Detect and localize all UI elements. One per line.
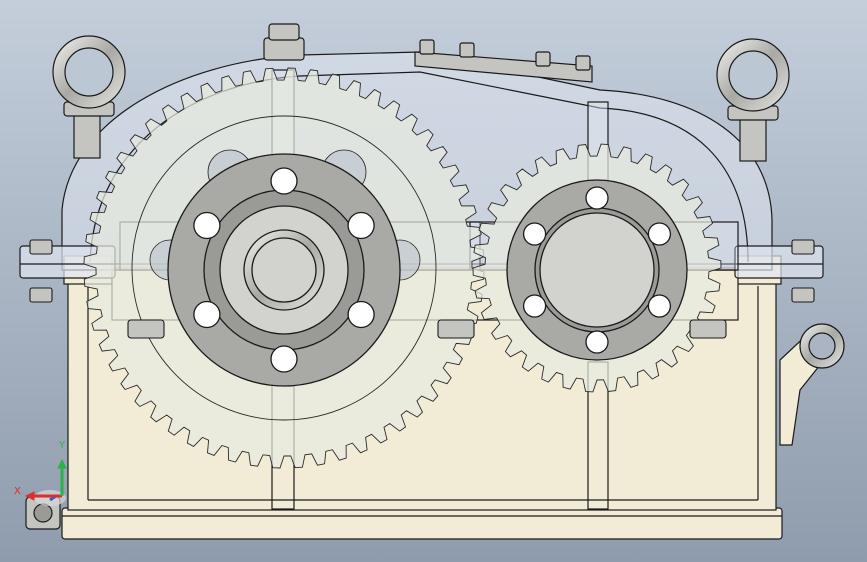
oil-dipstick-boss[interactable] (779, 323, 845, 446)
triad-x-label: X (14, 486, 21, 497)
bolt-hole (193, 211, 221, 240)
flange-bolts[interactable] (29, 239, 815, 339)
flange-bolt-right-top (791, 239, 815, 255)
inspection-cover-plate (414, 51, 593, 83)
inspection-bolt-3 (535, 51, 551, 67)
bolt-hole (647, 294, 672, 318)
axis-triad[interactable] (24, 458, 67, 506)
bolt-hole (522, 294, 547, 318)
bolt-hole (347, 300, 375, 329)
triad-y-label: Y (59, 440, 66, 451)
bolt-hole (270, 345, 298, 373)
housing-nut-1 (127, 319, 165, 339)
housing-nut-3 (689, 319, 727, 339)
triad-y-arrowhead (57, 458, 67, 469)
bolt-hole (585, 186, 609, 210)
bolt-hole (193, 300, 221, 329)
cover-inner-shell (89, 71, 749, 263)
bolt-hole (347, 211, 375, 240)
bolt-hole (270, 167, 298, 195)
input-cap-bolt-circle (193, 167, 375, 373)
flange-bolt-left-bottom (29, 287, 53, 303)
housing-nut-2 (437, 319, 475, 339)
inspection-bolt-1 (419, 39, 435, 55)
lifting-eye-left-hole (64, 47, 114, 97)
lifting-eye-left[interactable] (52, 35, 126, 159)
bolt-hole (522, 222, 547, 246)
input-bearing-cap[interactable] (167, 153, 401, 387)
large-gear-hub-ring (131, 115, 437, 421)
bolt-hole (647, 222, 672, 246)
output-cap-bolt-circle (522, 186, 672, 354)
flange-bolt-left-top (29, 239, 53, 255)
bolt-hole (585, 330, 609, 354)
lifting-eye-right-hole (728, 50, 778, 100)
dipstick-eye-hole (808, 332, 836, 360)
triad-x-arrowhead (24, 491, 35, 501)
inspection-bolt-2 (459, 42, 475, 58)
flange-bolt-right-bottom (791, 287, 815, 303)
drain-plug-face (33, 503, 53, 523)
breather-plug-base (263, 37, 305, 61)
inspection-cover[interactable] (414, 39, 593, 83)
breather-plug[interactable] (263, 23, 305, 61)
output-cap-spigot (539, 212, 655, 328)
breather-plug-cap (268, 23, 300, 41)
housing-base-flange (61, 507, 783, 540)
input-shaft-end (251, 237, 317, 303)
lifting-eye-right[interactable] (716, 38, 790, 162)
inspection-bolt-4 (575, 55, 591, 71)
triad-origin-shadow (34, 490, 66, 506)
output-bearing-cap[interactable] (506, 179, 688, 361)
